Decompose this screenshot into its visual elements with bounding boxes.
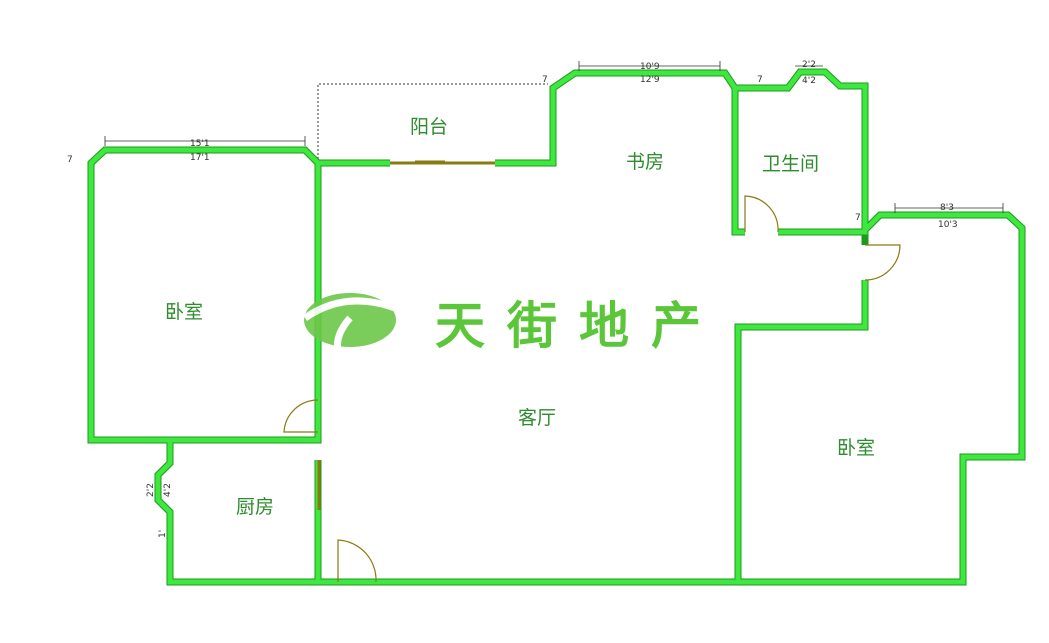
room-label-bedroom-left: 卧室 — [165, 301, 203, 323]
dim-label: 7 — [542, 75, 548, 85]
room-label-balcony: 阳台 — [410, 116, 448, 138]
watermark-logo — [302, 293, 397, 351]
dim-label: 4'2 — [802, 76, 816, 86]
dim-label: 4'2 — [163, 483, 173, 497]
room-label-bedroom-right: 卧室 — [837, 437, 875, 459]
bathroom-door — [744, 195, 779, 233]
dim-label: 2'2 — [146, 483, 156, 497]
room-label-living-room: 客厅 — [518, 407, 556, 429]
dim-label: 15'1 — [190, 139, 210, 149]
balcony-sliding-door — [390, 160, 495, 165]
doors — [283, 160, 901, 583]
dim-label: 12'9 — [640, 75, 660, 85]
bedroom-door — [283, 399, 319, 433]
entrance-door — [337, 539, 377, 583]
dim-label: 7 — [67, 155, 73, 165]
room-label-bathroom: 卫生间 — [762, 153, 819, 175]
dim-label: 10'3 — [938, 220, 958, 230]
dim-label: 10'9 — [640, 62, 660, 72]
dim-label: 8'3 — [940, 203, 954, 213]
dim-label: 7 — [855, 213, 861, 223]
right-bedroom-door — [864, 244, 901, 281]
walls — [87, 68, 1026, 586]
dimension-lines — [104, 61, 1004, 213]
watermark-text: 天街地产 — [435, 297, 723, 355]
dim-label: 7 — [757, 75, 763, 85]
dim-label: 2'2 — [802, 60, 816, 70]
dim-label: 17'1 — [190, 153, 210, 163]
balcony-outline — [317, 83, 548, 163]
room-label-kitchen: 厨房 — [236, 496, 274, 518]
dim-label: 1' — [158, 530, 168, 538]
room-label-study: 书房 — [626, 151, 664, 173]
